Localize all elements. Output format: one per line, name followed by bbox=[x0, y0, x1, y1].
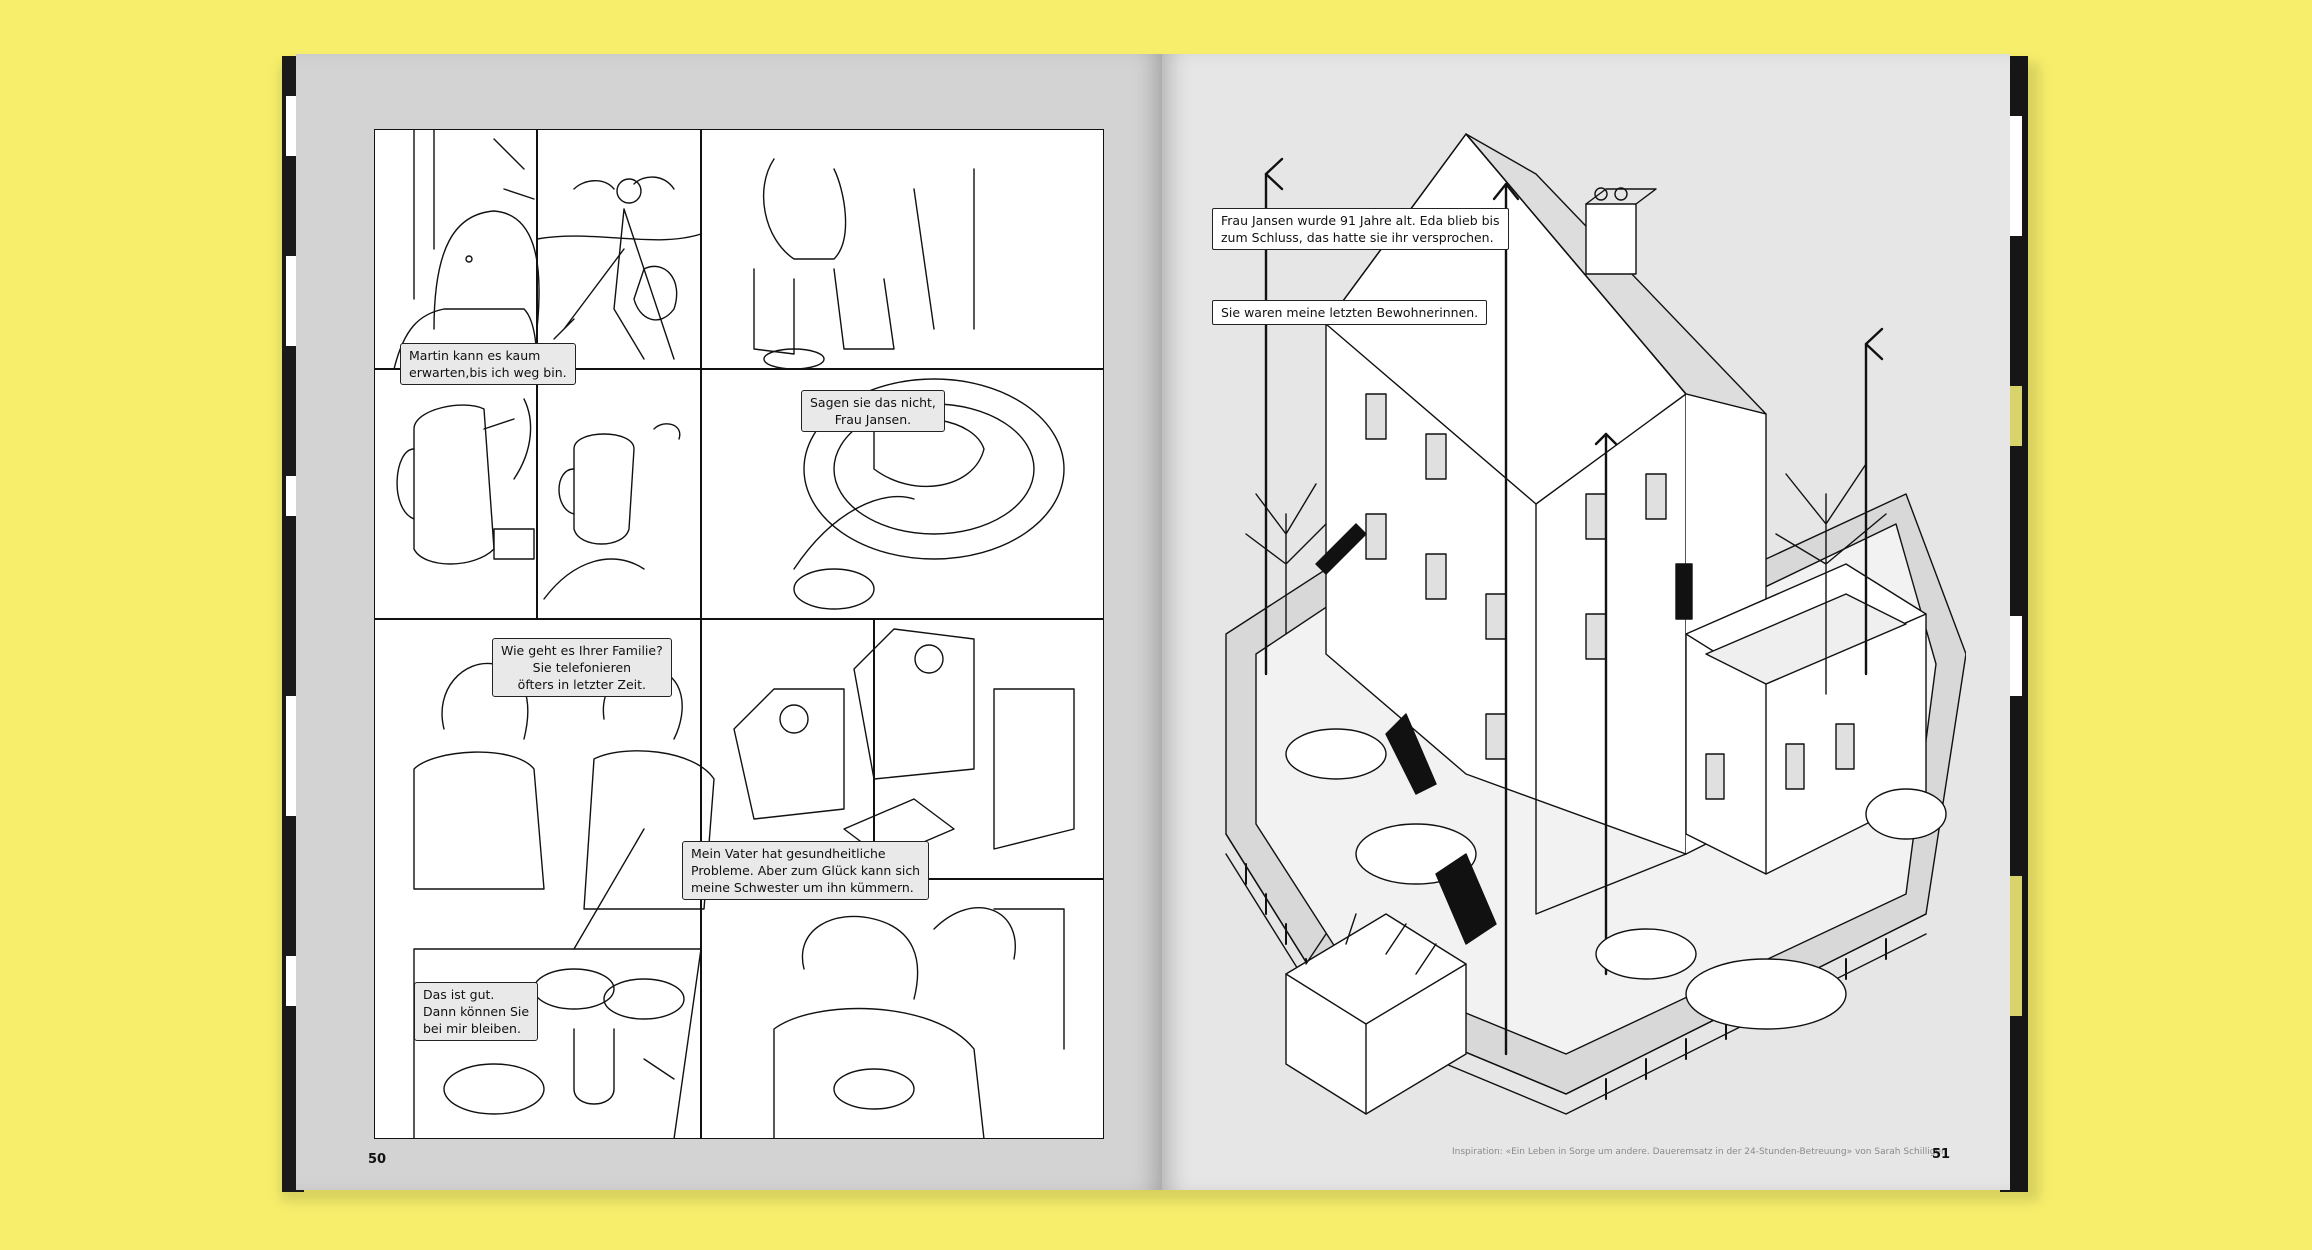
comic-panels-illustration bbox=[374, 129, 1104, 1139]
bubble-line: meine Schwester um ihn kümmern. bbox=[691, 880, 914, 895]
bubble-line: Mein Vater hat gesundheitliche bbox=[691, 846, 886, 861]
caption-line: Frau Jansen wurde 91 Jahre alt. Eda blie… bbox=[1221, 213, 1500, 228]
speech-bubble-sagen: Sagen sie das nicht, Frau Jansen. bbox=[801, 390, 945, 432]
bubble-line: Sie telefonieren bbox=[532, 660, 632, 675]
bubble-line: erwarten,bis ich weg bin. bbox=[409, 365, 567, 380]
bubble-line: Probleme. Aber zum Glück kann sich bbox=[691, 863, 921, 878]
bubble-line: Das ist gut. bbox=[423, 987, 495, 1002]
speech-bubble-familie: Wie geht es Ihrer Familie? Sie telefonie… bbox=[492, 638, 672, 697]
caption-line: zum Schluss, das hatte sie ihr versproch… bbox=[1221, 230, 1494, 245]
left-page: Martin kann es kaum erwarten,bis ich weg… bbox=[296, 54, 1162, 1190]
speech-bubble-martin: Martin kann es kaum erwarten,bis ich weg… bbox=[400, 343, 576, 385]
page-number-right: 51 bbox=[1932, 1147, 1951, 1162]
bubble-line: Dann können Sie bbox=[423, 1004, 530, 1019]
caption-frau-jansen: Frau Jansen wurde 91 Jahre alt. Eda blie… bbox=[1212, 208, 1509, 250]
bubble-line: Sagen sie das nicht, bbox=[810, 395, 936, 410]
right-page: Frau Jansen wurde 91 Jahre alt. Eda blie… bbox=[1162, 54, 2010, 1190]
bubble-line: Martin kann es kaum bbox=[409, 348, 541, 363]
bubble-line: Frau Jansen. bbox=[834, 412, 912, 427]
bubble-line: Wie geht es Ihrer Familie? bbox=[501, 643, 663, 658]
page-number-left: 50 bbox=[368, 1152, 387, 1167]
bubble-line: öfters in letzter Zeit. bbox=[517, 677, 647, 692]
speech-bubble-vater: Mein Vater hat gesundheitliche Probleme.… bbox=[682, 841, 930, 900]
speech-bubble-gut: Das ist gut. Dann können Sie bei mir ble… bbox=[414, 982, 539, 1041]
bubble-line: bei mir bleiben. bbox=[423, 1021, 521, 1036]
caption-letzten-bewohnerinnen: Sie waren meine letzten Bewohnerinnen. bbox=[1212, 300, 1488, 325]
inspiration-credit: Inspiration: «Ein Leben in Sorge um ande… bbox=[1452, 1147, 1945, 1157]
